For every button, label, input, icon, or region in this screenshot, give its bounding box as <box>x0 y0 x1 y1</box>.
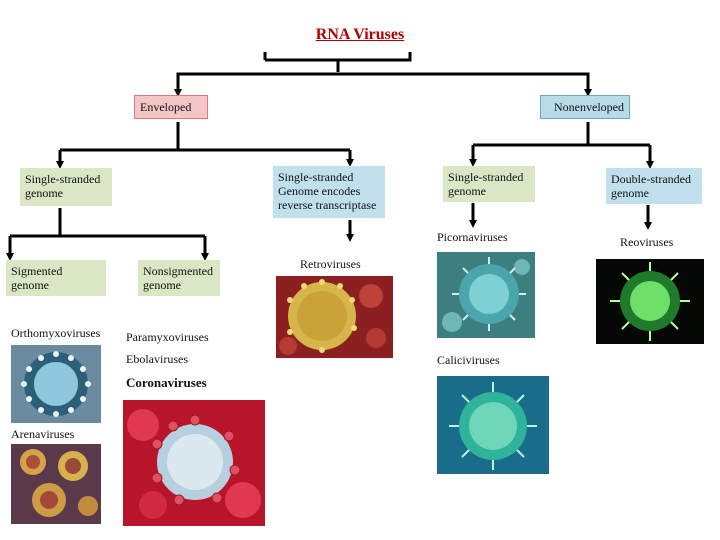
nonsegmented-genome-box: Nonsigmented genome <box>138 260 220 296</box>
calicivirus-image <box>437 376 549 474</box>
root-bracket <box>263 52 412 72</box>
double-stranded-label: Double-stranded genome <box>611 172 691 200</box>
enveloped-box: Enveloped <box>134 95 208 119</box>
root-title: RNA Viruses <box>315 26 405 43</box>
reverse-transcriptase-label: Single-stranded Genome encodes reverse t… <box>278 170 377 212</box>
double-stranded-box: Double-stranded genome <box>606 168 702 204</box>
reovirus-image <box>596 259 704 344</box>
nonenveloped-box: Nonenveloped <box>540 95 630 119</box>
nonenveloped-connector <box>473 122 650 147</box>
segmented-genome-label: Sigmented genome <box>11 264 63 292</box>
orthomyxovirus-image <box>11 345 101 423</box>
picornaviruses-label: Picornaviruses <box>437 230 508 244</box>
arenavirus-image <box>11 444 101 524</box>
caliciviruses-label: Caliciviruses <box>437 353 500 367</box>
reoviruses-label: Reoviruses <box>620 235 674 249</box>
retroviruses-label: Retroviruses <box>300 257 361 271</box>
reverse-transcriptase-box: Single-stranded Genome encodes reverse t… <box>273 166 385 218</box>
paramyxoviruses-label: Paramyxoviruses <box>126 330 209 344</box>
segmented-genome-box: Sigmented genome <box>6 260 106 296</box>
orthomyxoviruses-label: Orthomyxoviruses <box>11 326 101 340</box>
ebolaviruses-label: Ebolaviruses <box>126 352 188 366</box>
nonsegmented-genome-label: Nonsigmented genome <box>143 264 213 292</box>
enveloped-connector <box>60 122 350 152</box>
enveloped-single-stranded-box: Single-stranded genome <box>20 168 112 206</box>
nonenveloped-single-stranded-box: Single-stranded genome <box>443 166 535 202</box>
nonenveloped-single-stranded-label: Single-stranded genome <box>448 170 524 198</box>
coronaviruses-label: Coronaviruses <box>126 375 207 390</box>
enveloped-single-stranded-label: Single-stranded genome <box>25 172 101 200</box>
ss-genome-connector <box>10 208 205 238</box>
enveloped-label: Enveloped <box>140 100 192 114</box>
coronavirus-image <box>123 400 265 526</box>
retrovirus-image <box>276 276 393 358</box>
nonenveloped-label: Nonenveloped <box>554 100 624 114</box>
picornavirus-image <box>437 252 535 338</box>
root-connector <box>176 72 590 90</box>
arenaviruses-label: Arenaviruses <box>11 427 75 441</box>
